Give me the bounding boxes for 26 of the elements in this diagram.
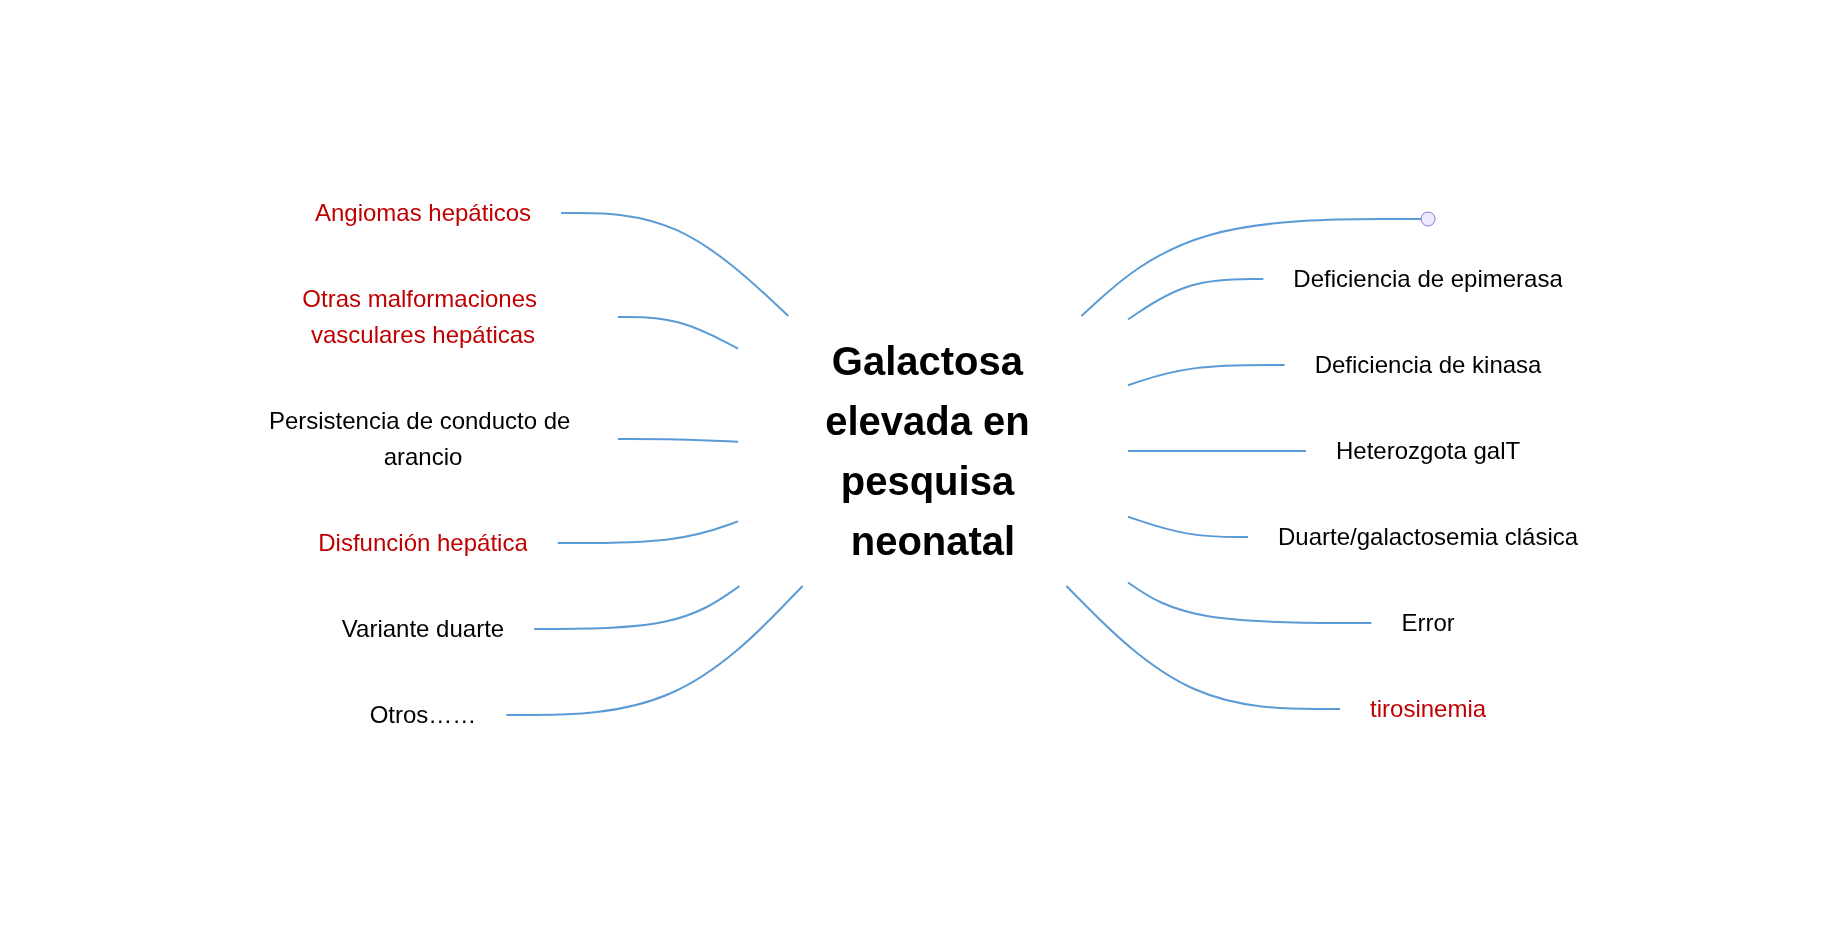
node-text: Heterozgota galT bbox=[1336, 436, 1521, 464]
node-text: Error bbox=[1401, 608, 1456, 636]
connector-line bbox=[1127, 363, 1287, 386]
node-text: Disfunción hepática bbox=[318, 528, 529, 556]
node-text: Deficiencia de kinasa bbox=[1315, 350, 1542, 378]
node-text: Persistencia de conducto de arancio bbox=[269, 406, 571, 470]
node-text: Deficiencia de epimerasa bbox=[1293, 264, 1564, 292]
connector-line bbox=[557, 519, 740, 544]
node-text: tirosinemia bbox=[1370, 694, 1487, 722]
node-text: Angiomas hepáticos bbox=[315, 198, 532, 226]
node-text: Duarte/galactosemia clásica bbox=[1278, 522, 1579, 550]
node-text: Variante duarte bbox=[342, 614, 505, 642]
connector-line bbox=[1127, 449, 1308, 452]
connector-line bbox=[1127, 515, 1250, 538]
connector-line bbox=[617, 437, 740, 443]
connector-line bbox=[1127, 277, 1265, 320]
connector-line bbox=[1127, 581, 1373, 624]
node-text: Otras malformaciones vasculares hepáticas bbox=[302, 284, 538, 348]
connector-line bbox=[505, 584, 804, 716]
connector-line bbox=[1080, 217, 1423, 317]
node-text: Otros…… bbox=[370, 700, 477, 728]
connector-line bbox=[560, 211, 790, 317]
connector-line bbox=[1065, 584, 1342, 710]
connector-line bbox=[533, 584, 741, 630]
connector-line bbox=[617, 315, 740, 350]
node-text: Galactosa elevada en pesquisa neonatal bbox=[825, 338, 1031, 563]
